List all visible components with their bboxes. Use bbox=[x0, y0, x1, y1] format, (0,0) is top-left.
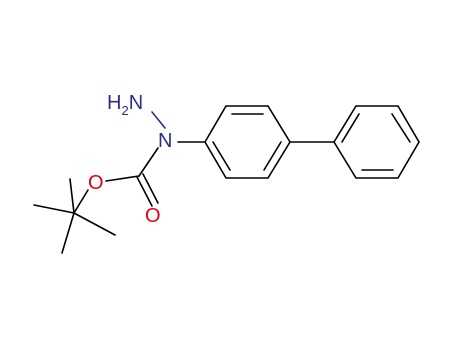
bond-methyl-bottom-left bbox=[61, 212, 75, 254]
ring-inner-double-2 bbox=[263, 141, 282, 171]
ring-inner-outline bbox=[204, 105, 291, 179]
bond-carbonyl-double-a bbox=[136, 176, 153, 207]
carbamate-group bbox=[105, 147, 159, 207]
ring-outer-double-2 bbox=[391, 113, 411, 143]
phenyl-ring-outer bbox=[333, 105, 420, 179]
tert-butyl-group bbox=[33, 178, 116, 254]
atom-label-carbonyl-o: O bbox=[145, 205, 161, 227]
bond-carbonyl-double-b bbox=[142, 173, 159, 204]
atom-label-amine: H2N bbox=[107, 92, 143, 118]
bond-methyl-top bbox=[69, 178, 75, 214]
ring-outer-double-1 bbox=[341, 113, 360, 143]
phenyl-ring-inner bbox=[204, 105, 291, 179]
atom-label-hydrazide-n: N bbox=[158, 130, 172, 152]
bond-n-n bbox=[151, 111, 166, 129]
bond-quaternary-c-to-o bbox=[73, 189, 89, 214]
ring-inner-double-3 bbox=[212, 141, 231, 171]
ring-outer-outline bbox=[333, 105, 420, 179]
atom-label-ether-o: O bbox=[88, 172, 104, 194]
bond-carbonyl-c-to-n bbox=[138, 147, 159, 177]
bond-methyl-left bbox=[33, 204, 75, 214]
bond-methyl-bottom-right bbox=[73, 212, 116, 236]
bond-o-to-carbonyl-c bbox=[105, 175, 140, 182]
